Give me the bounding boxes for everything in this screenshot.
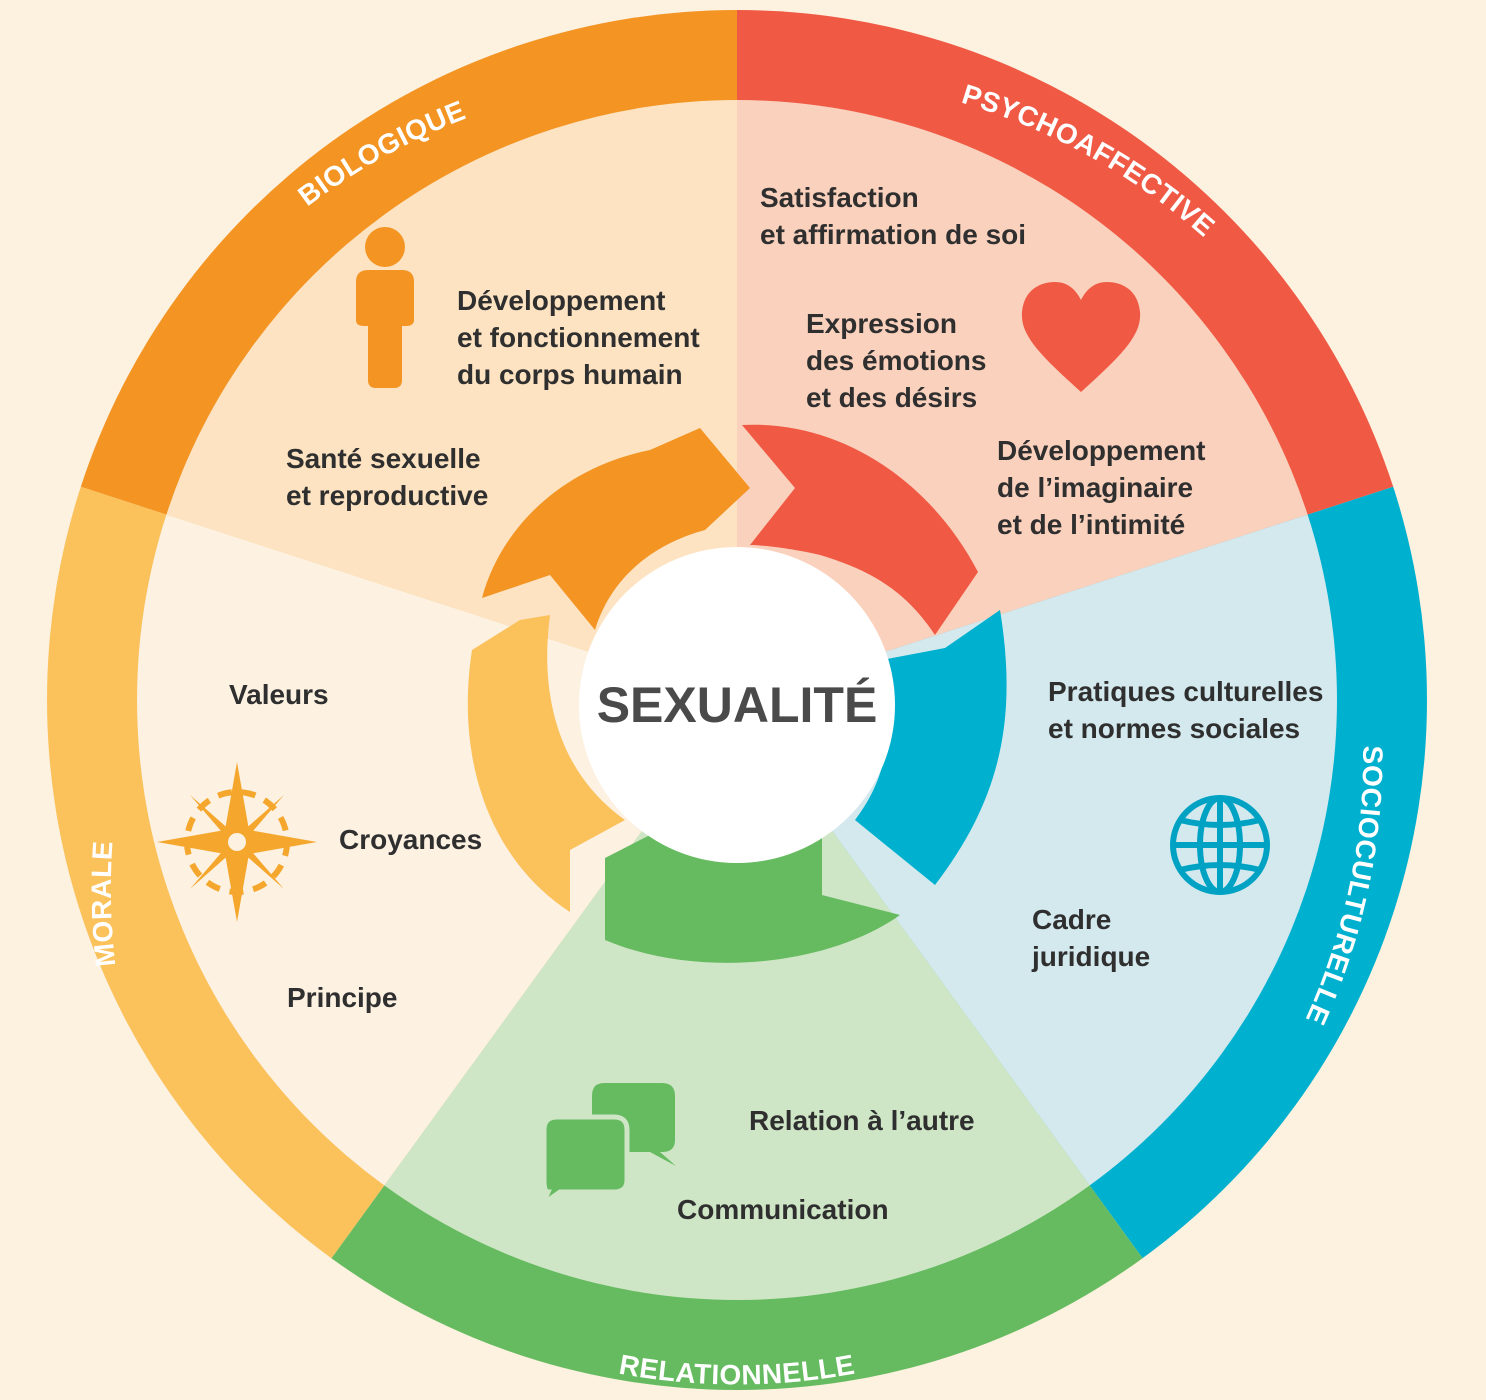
topic-principle: Principe bbox=[287, 982, 397, 1013]
topic-legal-framework: Cadre juridique bbox=[1031, 904, 1150, 972]
center-title: SEXUALITÉ bbox=[597, 677, 878, 733]
topic-line: Pratiques culturelles bbox=[1048, 676, 1323, 707]
topic-line: juridique bbox=[1031, 941, 1150, 972]
topic-line: Relation à l’autre bbox=[749, 1105, 975, 1136]
topic-sexual-health: Santé sexuelle et reproductive bbox=[286, 443, 488, 511]
topics-psychoaffective: Satisfaction et affirmation de soi Expre… bbox=[760, 182, 1213, 540]
topic-line: des émotions bbox=[806, 345, 986, 376]
topic-line: Développement bbox=[457, 285, 666, 316]
topic-line: et des désirs bbox=[806, 382, 977, 413]
arrow-morale bbox=[467, 615, 625, 912]
topic-self-affirmation: Satisfaction et affirmation de soi bbox=[760, 182, 1026, 250]
center-circle bbox=[579, 547, 895, 863]
arrow-socioculturelle bbox=[855, 610, 1007, 885]
topic-line: et de l’intimité bbox=[997, 509, 1185, 540]
arrow-biologique bbox=[482, 428, 750, 630]
arrow-relationnelle bbox=[605, 828, 900, 963]
label-morale: MORALE bbox=[86, 840, 122, 968]
topic-relation-other: Relation à l’autre bbox=[749, 1105, 975, 1136]
topic-line: Valeurs bbox=[229, 679, 329, 710]
topic-line: et affirmation de soi bbox=[760, 219, 1026, 250]
topic-line: du corps humain bbox=[457, 359, 683, 390]
compass-rose-icon bbox=[157, 762, 317, 922]
topic-beliefs: Croyances bbox=[339, 824, 482, 855]
topic-line: de l’imaginaire bbox=[997, 472, 1193, 503]
arrow-psychoaffective bbox=[742, 424, 978, 635]
topic-communication: Communication bbox=[677, 1194, 889, 1225]
topic-line: Croyances bbox=[339, 824, 482, 855]
topics-morale: Valeurs Croyances Principe bbox=[229, 679, 482, 1013]
topics-socioculturelle: Pratiques culturelles et normes sociales… bbox=[1031, 676, 1331, 972]
topic-body-development: Développement et fonctionnement du corps… bbox=[457, 285, 707, 390]
person-icon bbox=[356, 227, 414, 388]
heart-icon bbox=[1021, 282, 1141, 392]
topic-values: Valeurs bbox=[229, 679, 329, 710]
topic-line: et normes sociales bbox=[1048, 713, 1300, 744]
topic-line: Satisfaction bbox=[760, 182, 919, 213]
topic-line: Principe bbox=[287, 982, 397, 1013]
cycle-arrows bbox=[467, 424, 1007, 963]
topic-line: Expression bbox=[806, 308, 957, 339]
topic-imagination-intimacy: Développement de l’imaginaire et de l’in… bbox=[997, 435, 1213, 540]
topic-line: Santé sexuelle bbox=[286, 443, 481, 474]
chat-bubbles-icon bbox=[537, 1083, 676, 1212]
label-morale-text: MORALE bbox=[86, 840, 121, 968]
topic-emotion-expression: Expression des émotions et des désirs bbox=[806, 308, 994, 413]
topic-line: Développement bbox=[997, 435, 1206, 466]
topic-cultural-practices: Pratiques culturelles et normes sociales bbox=[1048, 676, 1331, 744]
topic-line: et reproductive bbox=[286, 480, 488, 511]
topic-line: Communication bbox=[677, 1194, 889, 1225]
globe-icon bbox=[1170, 795, 1270, 895]
topic-line: Cadre bbox=[1032, 904, 1111, 935]
topics-biologique: Développement et fonctionnement du corps… bbox=[286, 285, 707, 511]
topic-line: et fonctionnement bbox=[457, 322, 700, 353]
topics-relationnelle: Relation à l’autre Communication bbox=[677, 1105, 975, 1225]
